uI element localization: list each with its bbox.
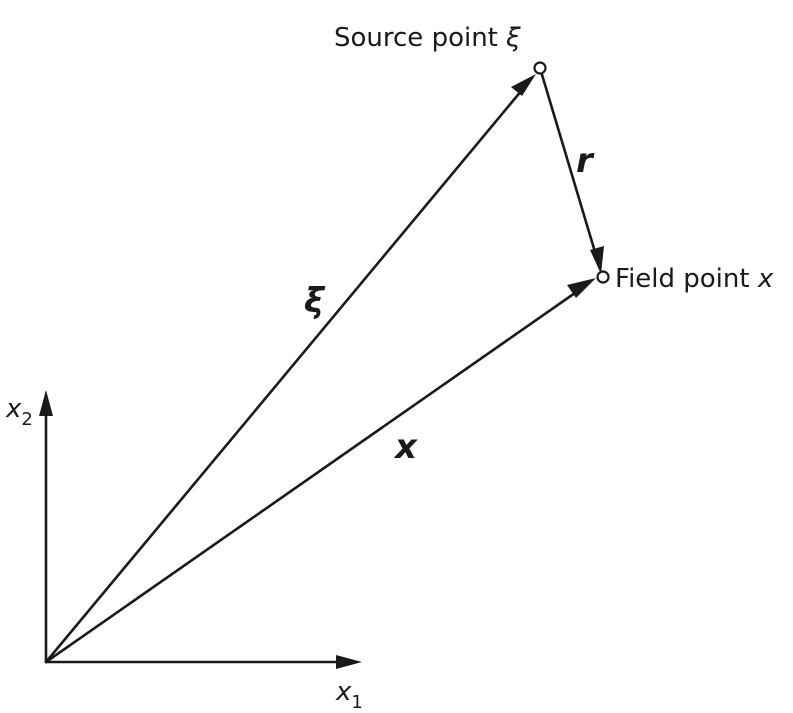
field-point-marker <box>596 270 610 284</box>
coordinate-axes <box>39 390 362 669</box>
source-point-label: Source point ξ <box>334 23 521 53</box>
axis-x1-label: x1 <box>335 677 363 713</box>
vector-x-arrowhead <box>567 278 596 298</box>
vector-xi <box>44 74 536 664</box>
axis-x2-arrowhead <box>39 390 53 416</box>
vector-xi-line <box>44 82 529 664</box>
field-point-label: Field point x <box>615 264 774 294</box>
vector-x-label: x <box>393 427 418 467</box>
source-point-text: Source point <box>334 23 506 53</box>
vector-r-line <box>538 66 600 264</box>
vector-r <box>538 66 604 274</box>
vector-x-line <box>44 284 587 664</box>
source-point-symbol: ξ <box>505 23 521 53</box>
axis-x1-base: x <box>335 677 352 707</box>
axis-x2-subscript: 2 <box>21 409 32 430</box>
field-point-text: Field point <box>615 264 758 294</box>
axis-x2-label: x2 <box>5 394 33 430</box>
axis-x1-arrowhead <box>336 655 362 669</box>
source-point-marker <box>533 61 547 75</box>
field-point-symbol: x <box>757 264 774 294</box>
vector-r-arrowhead <box>590 246 604 274</box>
vector-r-label: r <box>576 141 595 181</box>
vector-xi-label: ξ <box>304 281 326 321</box>
vector-x <box>44 278 596 664</box>
axis-x1-subscript: 1 <box>351 692 362 713</box>
vector-xi-arrowhead <box>511 74 536 96</box>
axis-x2-base: x <box>5 394 22 424</box>
